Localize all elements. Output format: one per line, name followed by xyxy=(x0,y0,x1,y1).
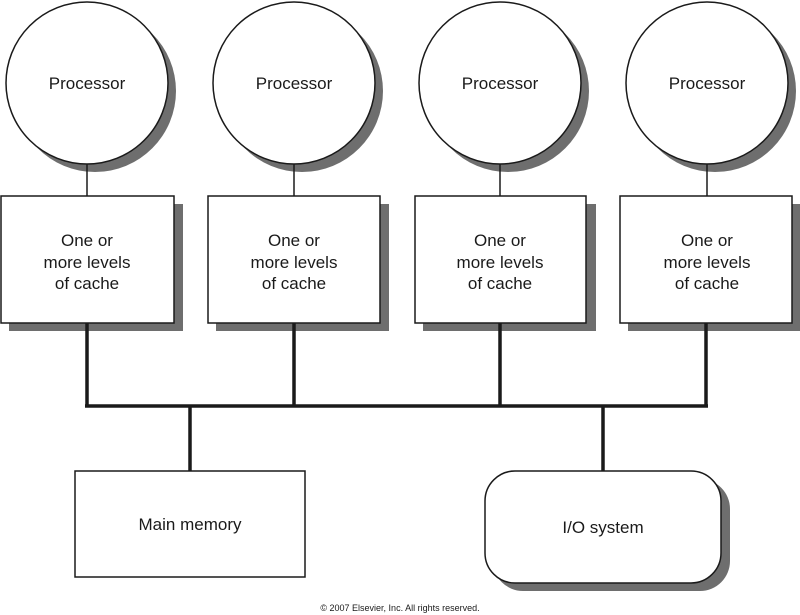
cache-label-line-1: One or xyxy=(61,231,113,250)
main-memory-node: Main memory xyxy=(74,470,306,578)
copyright-notice: © 2007 Elsevier, Inc. All rights reserve… xyxy=(320,603,479,613)
cache-label-line-3: of cache xyxy=(262,274,326,293)
cache-label-line-1: One or xyxy=(474,231,526,250)
cache-label-line-2: more levels xyxy=(251,253,338,272)
processor-label: Processor xyxy=(669,74,746,93)
cache-label-line-3: of cache xyxy=(55,274,119,293)
processor-label: Processor xyxy=(49,74,126,93)
main-memory-label: Main memory xyxy=(139,515,242,534)
processor-node-3: Processor One or more levels of cache xyxy=(414,1,596,331)
processor-node-4: Processor One or more levels of cache xyxy=(619,1,800,331)
processor-label: Processor xyxy=(256,74,333,93)
shared-bus xyxy=(85,323,708,471)
io-system-label: I/O system xyxy=(562,518,643,537)
cache-label-line-3: of cache xyxy=(675,274,739,293)
processor-node-1: Processor One or more levels of cache xyxy=(0,1,183,331)
processor-label: Processor xyxy=(462,74,539,93)
cache-label-line-2: more levels xyxy=(457,253,544,272)
main-memory-box xyxy=(74,470,306,578)
io-system-node: I/O system xyxy=(484,470,730,591)
cache-label-line-1: One or xyxy=(681,231,733,250)
cache-label-line-2: more levels xyxy=(664,253,751,272)
cache-box xyxy=(619,195,793,324)
processor-node-2: Processor One or more levels of cache xyxy=(207,1,389,331)
cache-box xyxy=(207,195,381,324)
cache-box xyxy=(0,195,175,324)
io-system-box xyxy=(484,470,722,584)
cache-label-line-2: more levels xyxy=(44,253,131,272)
cache-label-line-3: of cache xyxy=(468,274,532,293)
cache-label-line-1: One or xyxy=(268,231,320,250)
